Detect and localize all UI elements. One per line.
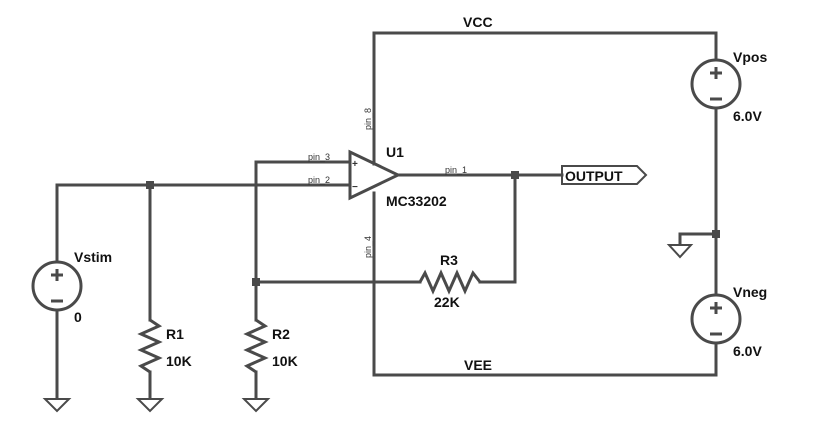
opamp-u1[interactable]: + − U1 MC33202 pin_3 pin_2 pin_1 pin_8 p… (308, 108, 467, 258)
pin-1-label: pin_1 (445, 165, 467, 175)
pin-2-label: pin_2 (308, 175, 330, 185)
vpos-circle (690, 58, 742, 110)
source-vpos[interactable]: Vpos 6.0V (690, 49, 767, 124)
ground-icon (666, 244, 694, 259)
vneg-name: Vneg (733, 284, 767, 300)
r3-zigzag (418, 269, 482, 295)
vstim-circle (31, 260, 83, 312)
opamp-minus-sign: − (352, 182, 358, 193)
r2-ref: R2 (272, 326, 290, 342)
wires (55, 31, 718, 400)
junction-input (146, 181, 154, 189)
pin-8-label: pin_8 (363, 108, 373, 130)
source-vstim[interactable]: Vstim 0 (31, 249, 112, 325)
output-port-flag (561, 165, 648, 185)
resistor-r3[interactable]: R3 22K (418, 252, 482, 310)
pin-4-label: pin_4 (363, 236, 373, 258)
ground-icon (42, 398, 72, 413)
source-vneg[interactable]: Vneg 6.0V (690, 284, 767, 359)
vpos-value: 6.0V (733, 108, 762, 124)
ground-icon (135, 398, 165, 413)
pin-3-label: pin_3 (308, 152, 330, 162)
vneg-circle (690, 293, 742, 345)
ground-icon (241, 398, 271, 413)
opamp-plus-sign: + (352, 159, 358, 170)
opamp-part: MC33202 (386, 193, 447, 209)
junctions (146, 171, 720, 286)
net-label-vcc: VCC (463, 14, 493, 30)
junction-output (511, 171, 519, 179)
resistor-r1[interactable]: R1 10K (137, 318, 192, 374)
junction-feedback (252, 278, 260, 286)
vpos-name: Vpos (733, 49, 767, 65)
opamp-ref: U1 (386, 144, 404, 160)
r1-zigzag (137, 318, 163, 374)
r2-zigzag (243, 318, 269, 374)
vneg-value: 6.0V (733, 343, 762, 359)
r2-value: 10K (272, 353, 298, 369)
output-port[interactable]: OUTPUT (561, 165, 648, 185)
r3-value: 22K (434, 294, 460, 310)
net-label-vee: VEE (464, 357, 492, 373)
r1-value: 10K (166, 353, 192, 369)
junction-ground-tap (712, 230, 720, 238)
r1-ref: R1 (166, 326, 184, 342)
output-port-label: OUTPUT (565, 168, 623, 184)
resistor-r2[interactable]: R2 10K (243, 318, 298, 374)
r3-ref: R3 (440, 252, 458, 268)
vstim-name: Vstim (74, 249, 112, 265)
vstim-value: 0 (74, 309, 82, 325)
